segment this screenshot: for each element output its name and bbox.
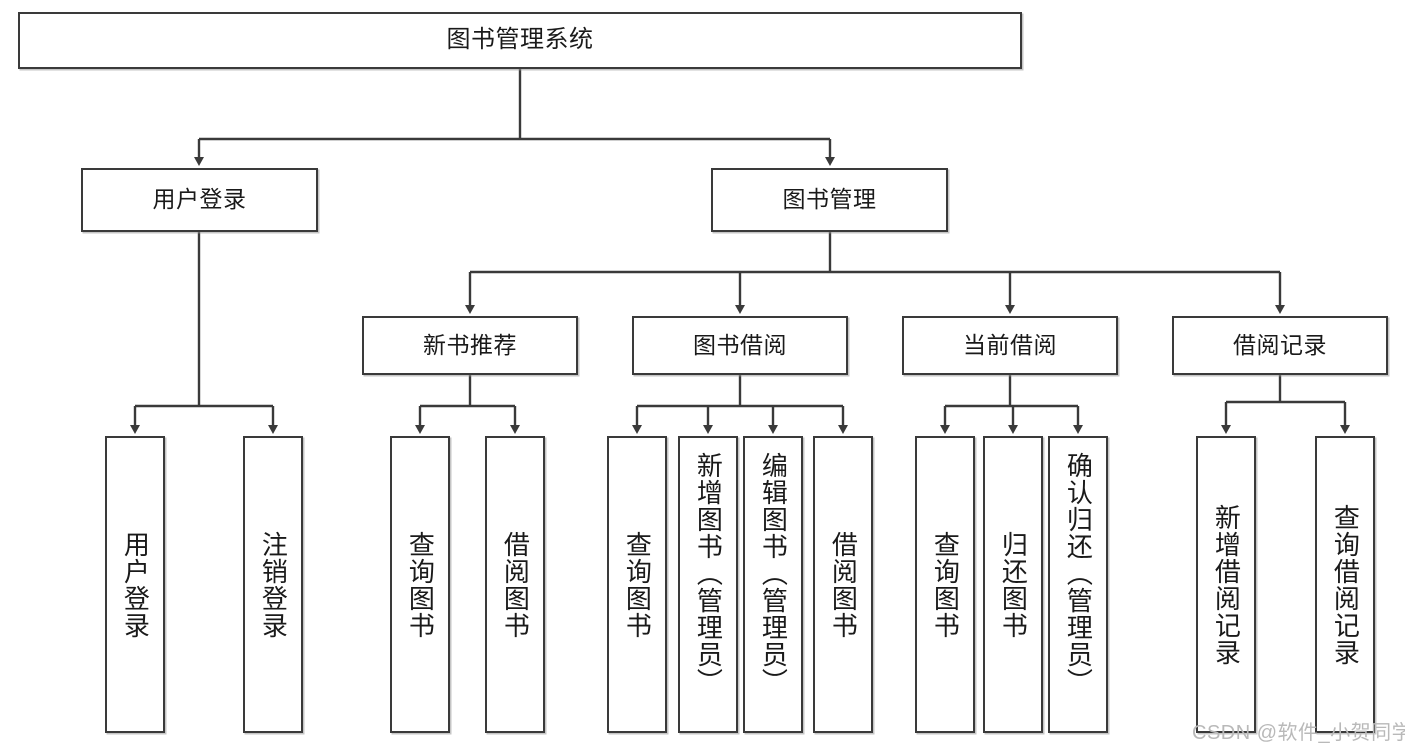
node-leaf-logout[interactable]: 注销登录 <box>243 436 303 733</box>
node-book-borrow[interactable]: 图书借阅 <box>632 316 848 375</box>
node-user-login[interactable]: 用户登录 <box>81 168 318 232</box>
node-leaf-borrow-book[interactable]: 借阅图书 <box>813 436 873 733</box>
node-borrow-record-label: 借阅记录 <box>1233 331 1327 358</box>
node-leaf-borrow-book-new[interactable]: 借阅图书 <box>485 436 545 733</box>
node-borrow-record[interactable]: 借阅记录 <box>1172 316 1388 375</box>
node-leaf-query-book-new-label: 查询图书 <box>405 530 436 639</box>
node-new-book-recommend[interactable]: 新书推荐 <box>362 316 578 375</box>
node-leaf-user-login[interactable]: 用户登录 <box>105 436 165 733</box>
node-leaf-query-borrow-record[interactable]: 查询借阅记录 <box>1315 436 1375 733</box>
node-leaf-return-book[interactable]: 归还图书 <box>983 436 1043 733</box>
node-user-login-label: 用户登录 <box>152 186 247 213</box>
node-leaf-confirm-return-admin[interactable]: 确认归还（管理员） <box>1048 436 1108 733</box>
node-root[interactable]: 图书管理系统 <box>18 12 1022 69</box>
node-new-book-recommend-label: 新书推荐 <box>423 331 517 358</box>
node-leaf-borrow-book-new-label: 借阅图书 <box>500 530 531 639</box>
node-leaf-return-book-label: 归还图书 <box>998 530 1029 639</box>
node-leaf-add-borrow-record[interactable]: 新增借阅记录 <box>1196 436 1256 733</box>
node-leaf-edit-book-admin[interactable]: 编辑图书（管理员） <box>743 436 803 733</box>
node-current-borrow[interactable]: 当前借阅 <box>902 316 1118 375</box>
node-leaf-logout-label: 注销登录 <box>258 530 289 639</box>
node-leaf-query-book-borrow[interactable]: 查询图书 <box>607 436 667 733</box>
node-root-label: 图书管理系统 <box>446 26 594 54</box>
node-book-management-label: 图书管理 <box>782 186 877 213</box>
node-current-borrow-label: 当前借阅 <box>963 331 1057 358</box>
node-book-borrow-label: 图书借阅 <box>693 331 787 358</box>
csdn-watermark: CSDN @软件_小贺同学 <box>1192 722 1405 744</box>
node-leaf-add-borrow-record-label: 新增借阅记录 <box>1211 503 1242 666</box>
node-leaf-add-book-admin[interactable]: 新增图书（管理员） <box>678 436 738 733</box>
node-leaf-add-book-admin-label: 新增图书（管理员） <box>693 452 724 695</box>
node-leaf-query-book-borrow-label: 查询图书 <box>622 530 653 639</box>
node-leaf-user-login-label: 用户登录 <box>120 530 151 639</box>
node-leaf-query-book-current[interactable]: 查询图书 <box>915 436 975 733</box>
node-leaf-confirm-return-admin-label: 确认归还（管理员） <box>1063 452 1094 695</box>
node-leaf-edit-book-admin-label: 编辑图书（管理员） <box>758 452 789 695</box>
node-leaf-borrow-book-label: 借阅图书 <box>828 530 859 639</box>
node-book-management[interactable]: 图书管理 <box>711 168 948 232</box>
node-leaf-query-borrow-record-label: 查询借阅记录 <box>1330 503 1361 666</box>
node-leaf-query-book-new[interactable]: 查询图书 <box>390 436 450 733</box>
node-leaf-query-book-current-label: 查询图书 <box>930 530 961 639</box>
